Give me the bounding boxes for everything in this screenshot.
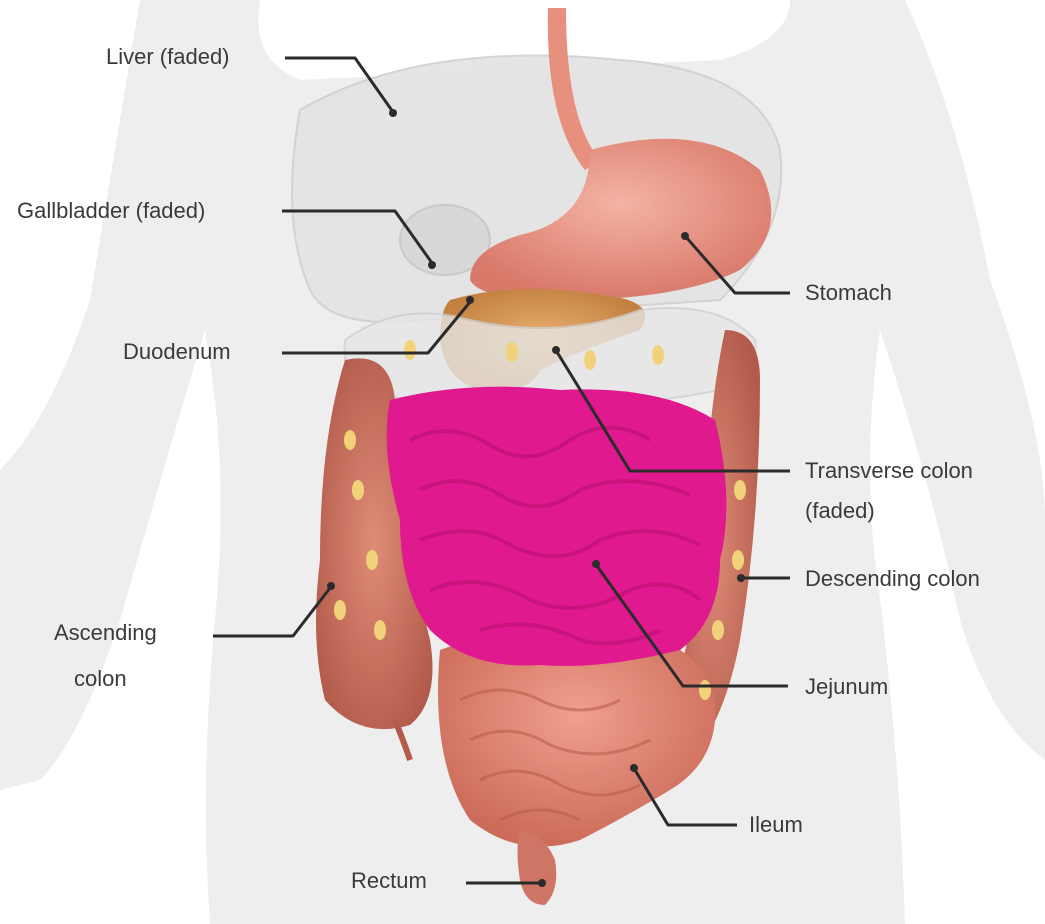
label-descending-colon: Descending colon bbox=[805, 566, 1045, 592]
label-ileum: Ileum bbox=[749, 812, 803, 838]
label-ascending-colon: Ascending colon bbox=[54, 620, 157, 692]
leader-rectum-dot bbox=[538, 879, 546, 887]
label-transverse-colon: Transverse colon (faded) bbox=[805, 458, 973, 524]
leader-liver-dot bbox=[389, 109, 397, 117]
label-transverse-colon-line1: Transverse colon bbox=[805, 458, 973, 483]
label-jejunum: Jejunum bbox=[805, 674, 888, 700]
leader-transverse-colon-dot bbox=[552, 346, 560, 354]
leader-descending-colon-dot bbox=[737, 574, 745, 582]
label-transverse-colon-line2: (faded) bbox=[805, 498, 973, 524]
label-ascending-colon-line1: Ascending bbox=[54, 620, 157, 645]
label-liver: Liver (faded) bbox=[106, 44, 230, 70]
label-ascending-colon-line2: colon bbox=[74, 666, 157, 692]
leader-ileum-dot bbox=[630, 764, 638, 772]
leader-stomach-dot bbox=[681, 232, 689, 240]
label-duodenum: Duodenum bbox=[123, 339, 231, 365]
leader-jejunum-dot bbox=[592, 560, 600, 568]
label-gallbladder: Gallbladder (faded) bbox=[17, 198, 205, 224]
leader-gallbladder-dot bbox=[428, 261, 436, 269]
label-stomach: Stomach bbox=[805, 280, 892, 306]
leader-duodenum-dot bbox=[466, 296, 474, 304]
jejunum-shape bbox=[387, 387, 727, 666]
leader-ascending-colon-dot bbox=[327, 582, 335, 590]
label-rectum: Rectum bbox=[351, 868, 427, 894]
